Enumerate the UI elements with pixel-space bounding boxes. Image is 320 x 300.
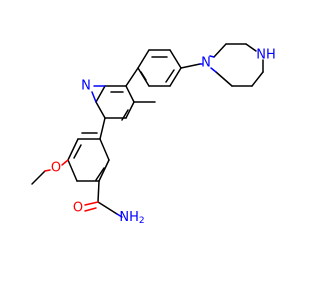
bond (213, 43, 227, 58)
bond (67, 159, 78, 182)
amide-nh-text: NH (119, 210, 139, 225)
bond (95, 167, 105, 181)
bond (98, 159, 110, 182)
bond (99, 117, 106, 140)
bond (125, 67, 139, 87)
bond (84, 207, 97, 212)
amide-nitrogen-label: NH2 (119, 210, 144, 227)
bond-group (31, 43, 264, 215)
bond (210, 67, 217, 73)
bond (95, 85, 106, 103)
bond (180, 63, 201, 69)
bond (215, 71, 233, 87)
bond (31, 170, 46, 185)
hetero-bond-group (44, 55, 217, 218)
bond (169, 67, 182, 87)
chemical-structure: N N NH O O NH2 (31, 43, 276, 227)
piperazine-nh-label: NH (256, 48, 276, 63)
piperazine-nitrogen-label: N (201, 56, 211, 71)
methoxy-oxygen-label: O (51, 161, 61, 176)
bond (44, 169, 51, 172)
bond (125, 85, 135, 103)
bond (99, 138, 110, 161)
bond (251, 71, 264, 87)
bond (140, 71, 147, 81)
bond (67, 138, 79, 161)
bond (97, 201, 118, 215)
bond (73, 144, 82, 159)
bond (95, 101, 106, 119)
bond (125, 101, 135, 119)
bond (137, 49, 150, 69)
pyridine-nitrogen-label: N (81, 79, 91, 94)
bond (169, 49, 182, 69)
bond (245, 43, 257, 52)
bond (91, 91, 97, 103)
bond (116, 213, 123, 218)
bond (209, 55, 215, 58)
bond (84, 201, 99, 206)
atom-labels: N N NH O O NH2 (51, 48, 276, 227)
bond (165, 69, 175, 83)
amide-oxygen-label: O (73, 201, 83, 216)
amide-nh-subscript: 2 (139, 216, 145, 226)
bond (97, 180, 100, 203)
bond (61, 159, 69, 166)
